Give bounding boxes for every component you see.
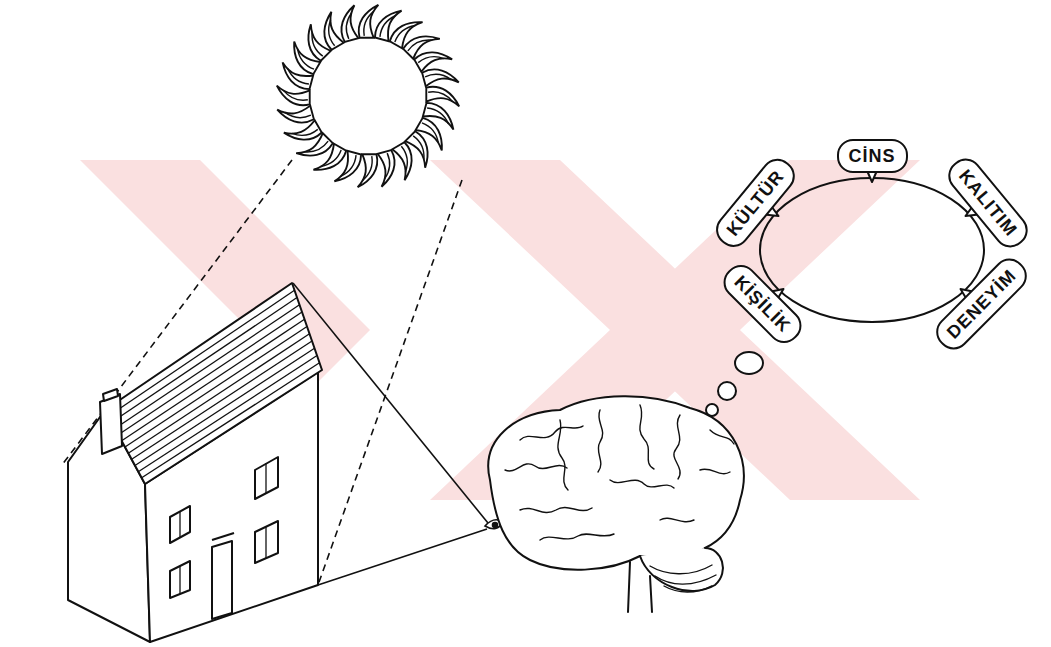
ring-segment: KİŞİLİK: [717, 258, 808, 349]
segment-label: DENEYİM: [943, 265, 1021, 344]
brain: [488, 396, 743, 612]
sun: [277, 5, 459, 187]
ring-segment: KALITIM: [942, 152, 1034, 254]
segment-label: KÜLTÜR: [722, 166, 789, 241]
ring-segment: CİNS: [837, 139, 908, 173]
house: [68, 283, 322, 642]
ring-inner-edge: [760, 178, 984, 322]
segment-label: KİŞİLİK: [729, 271, 795, 337]
ring-segment: DENEYİM: [930, 252, 1034, 356]
thought-bubbles: [706, 352, 763, 416]
ring-segment: KÜLTÜR: [710, 153, 802, 254]
segment-label: CİNS: [849, 145, 896, 167]
segment-label: KALITIM: [954, 165, 1022, 241]
